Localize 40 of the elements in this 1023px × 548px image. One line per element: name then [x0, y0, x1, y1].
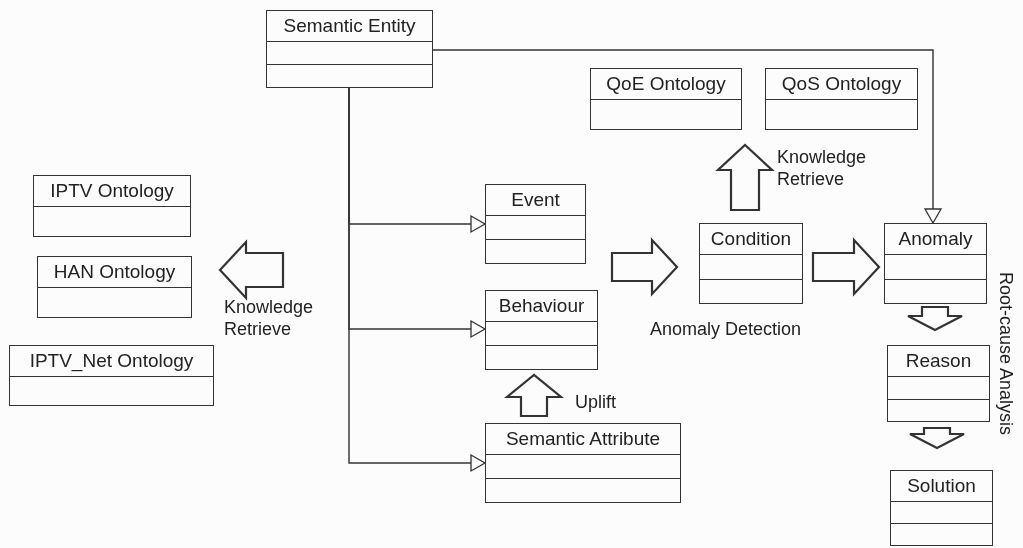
- class-name: Event: [510, 188, 561, 212]
- class-name: Semantic Attribute: [504, 427, 662, 451]
- class-name: HAN Ontology: [52, 260, 177, 284]
- class-name: Behaviour: [497, 294, 586, 318]
- class-name: IPTV_Net Ontology: [28, 349, 195, 374]
- class-box: [485, 423, 681, 503]
- class-box: [37, 256, 192, 318]
- block-arrow: [715, 143, 775, 212]
- class-box: [33, 175, 191, 237]
- class-box: [485, 290, 598, 370]
- edge-label: Knowledge Retrieve: [777, 146, 868, 190]
- text-label: Anomaly Detection: [650, 318, 802, 340]
- class-name: Anomaly: [897, 227, 974, 251]
- generalization-arrow: [432, 49, 942, 224]
- class-name: Semantic Entity: [282, 14, 417, 38]
- class-name: Solution: [906, 474, 977, 498]
- class-box: [890, 470, 993, 546]
- class-box: [884, 223, 987, 304]
- class-box: [485, 184, 586, 264]
- block-arrow: [503, 373, 565, 418]
- generalization-arrow: [348, 87, 486, 472]
- block-arrow: [610, 237, 679, 297]
- vertical-label: Root-cause Analysis: [995, 272, 1017, 436]
- class-box: [266, 10, 433, 88]
- class-name: Reason: [904, 349, 973, 373]
- class-box: [9, 345, 214, 406]
- class-box: [765, 68, 918, 130]
- edge-label: Uplift: [575, 391, 617, 413]
- class-name: IPTV Ontology: [49, 179, 175, 203]
- class-box: [590, 68, 742, 130]
- class-name: QoS Ontology: [780, 72, 903, 96]
- class-box: [887, 345, 990, 422]
- edge-label: Knowledge Retrieve: [224, 296, 315, 340]
- block-arrow: [906, 305, 964, 332]
- block-arrow: [811, 237, 881, 297]
- class-name: Condition: [709, 227, 793, 251]
- block-arrow: [218, 239, 285, 301]
- block-arrow: [908, 426, 966, 450]
- class-name: QoE Ontology: [605, 72, 727, 96]
- class-box: [699, 223, 803, 304]
